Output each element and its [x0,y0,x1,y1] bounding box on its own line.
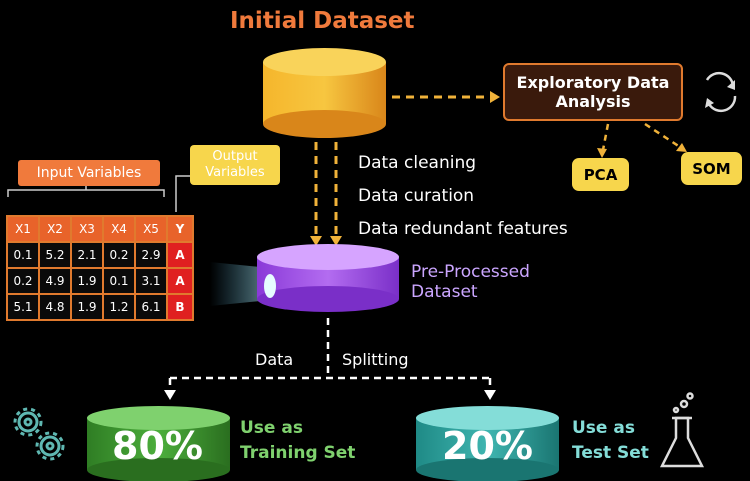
training-label: Use as Training Set [240,418,356,463]
table-cell: 4.8 [38,293,72,321]
table-cell: 1.2 [102,293,136,321]
gears-icon [13,407,65,461]
header-cell: X2 [38,215,72,243]
test-label: Use as Test Set [572,418,649,463]
header-cell: X5 [134,215,168,243]
header-cell: X1 [6,215,40,243]
step-data-curation: Data curation [358,186,475,206]
table-cell: A [166,241,194,269]
flask-icon [659,392,705,468]
table-header-row: X1 X2 X3 X4 X5 Y [6,215,194,243]
table-cell: 2.9 [134,241,168,269]
header-cell: X4 [102,215,136,243]
header-cell: Y [166,215,194,243]
som-badge: SOM [681,152,742,185]
test-set-cylinder [416,406,559,481]
pca-badge: PCA [572,158,629,191]
header-cell: X3 [70,215,104,243]
table-cell: 6.1 [134,293,168,321]
table-cell: 2.1 [70,241,104,269]
splitting-label-left: Data [255,350,294,369]
processing-steps: Data cleaning Data curation Data redunda… [358,147,568,246]
training-set-cylinder [87,406,230,481]
table-cell: 5.1 [6,293,40,321]
training-percent: 80% [112,424,203,468]
dataset-table: X1 X2 X3 X4 X5 Y 0.1 5.2 2.1 0.2 2.9 A 0… [6,215,194,321]
input-variables-label: Input Variables [18,160,160,186]
table-cell: 4.9 [38,267,72,295]
projector-lens-icon [264,274,276,298]
eda-box: Exploratory Data Analysis [503,63,683,121]
cycle-icon [705,71,737,113]
table-cell: A [166,267,194,295]
table-row: 0.2 4.9 1.9 0.1 3.1 A [6,267,194,295]
splitting-label-right: Splitting [342,350,409,369]
step-data-cleaning: Data cleaning [358,153,477,173]
table-cell: 0.2 [102,241,136,269]
eda-line1: Exploratory Data [516,73,670,92]
table-cell: 0.2 [6,267,40,295]
table-row: 0.1 5.2 2.1 0.2 2.9 A [6,241,194,269]
table-cell: 3.1 [134,267,168,295]
diagram-title: Initial Dataset [230,8,415,34]
table-cell: 1.9 [70,267,104,295]
initial-dataset-cylinder [263,48,386,138]
preprocessed-label: Pre-Processed Dataset [411,262,530,302]
table-cell: 0.1 [6,241,40,269]
table-cell: 1.9 [70,293,104,321]
output-variables-label: Output Variables [190,145,280,185]
table-cell: 5.2 [38,241,72,269]
table-cell: B [166,293,194,321]
eda-line2: Analysis [555,92,631,111]
preprocessed-cylinder [257,244,399,312]
table-row: 5.1 4.8 1.9 1.2 6.1 B [6,293,194,321]
test-percent: 20% [442,424,533,468]
step-redundant-features: Data redundant features [358,219,568,239]
table-cell: 0.1 [102,267,136,295]
